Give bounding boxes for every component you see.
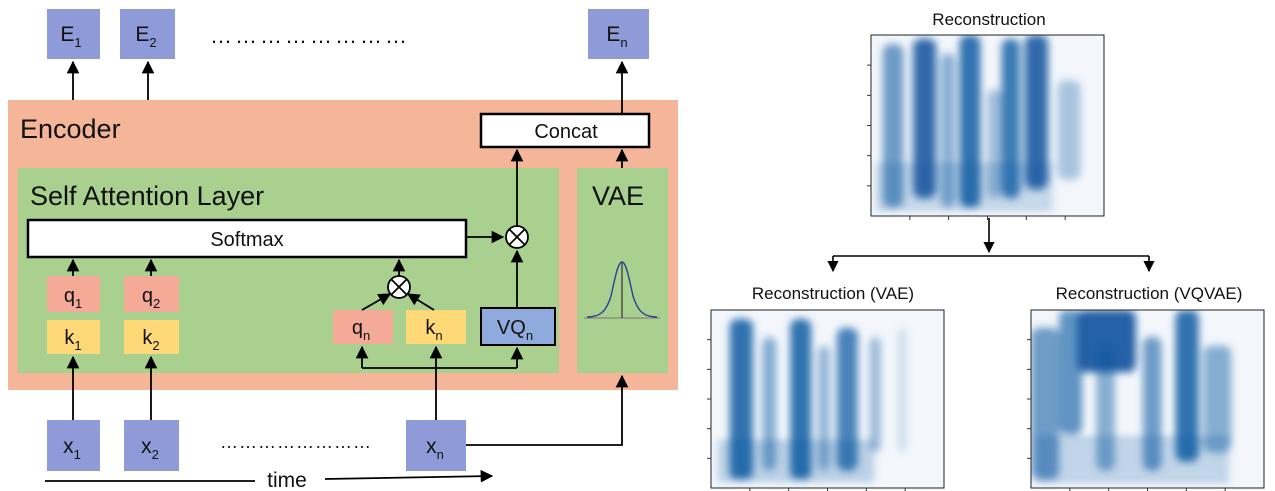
input-node-2 (124, 420, 179, 471)
vq-box (480, 307, 556, 346)
key-label-n: kn (425, 317, 442, 343)
output-node-2 (120, 9, 175, 59)
product-symbol-attention (387, 275, 411, 299)
input-label-1: x1 (63, 435, 81, 462)
input-ellipsis: …………………… (220, 432, 372, 452)
output-label-n: En (606, 23, 627, 50)
vq-label: VQn (497, 317, 533, 343)
output-node-n (588, 9, 649, 59)
input-node-n (406, 420, 466, 471)
tree-arrows (827, 218, 1155, 273)
query-label-1: q1 (64, 285, 82, 311)
query-label-n: qn (352, 317, 370, 343)
concat-box (479, 112, 651, 149)
key-label-1: k1 (64, 327, 81, 353)
spectrogram-title-vqvae: Reconstruction (VQVAE) (1056, 284, 1243, 303)
self-attention-block (18, 168, 559, 373)
output-label-1: E1 (60, 23, 81, 50)
key-box-2 (124, 320, 179, 354)
spectrogram-vqvae (1031, 310, 1264, 488)
spectrogram-title-top: Reconstruction (932, 10, 1045, 29)
product-symbol-output (505, 225, 529, 249)
encoder-label: Encoder (20, 114, 121, 144)
time-label: time (267, 469, 307, 491)
spectrogram-reconstruction (871, 35, 1104, 216)
query-box-1 (47, 276, 100, 312)
input-node-1 (47, 420, 100, 471)
key-label-2: k2 (142, 327, 159, 353)
query-box-n (333, 310, 393, 344)
output-node-1 (47, 9, 100, 59)
input-label-n: xn (426, 435, 444, 462)
query-box-2 (124, 276, 179, 312)
connector-arrows (45, 60, 629, 483)
concat-label: Concat (534, 121, 598, 143)
spectrogram-vae (711, 310, 944, 488)
key-box-1 (47, 320, 100, 354)
self-attention-label: Self Attention Layer (30, 181, 264, 211)
output-ellipsis: …………………… (210, 23, 410, 48)
softmax-box (26, 218, 468, 259)
spectrogram-title-vae: Reconstruction (VAE) (752, 284, 914, 303)
input-label-2: x2 (141, 435, 159, 462)
key-box-n (406, 310, 466, 344)
gaussian-curve-icon (584, 261, 660, 319)
vae-label: VAE (592, 181, 644, 211)
query-label-2: q2 (142, 285, 160, 311)
softmax-label: Softmax (210, 229, 283, 251)
output-label-2: E2 (135, 23, 156, 50)
